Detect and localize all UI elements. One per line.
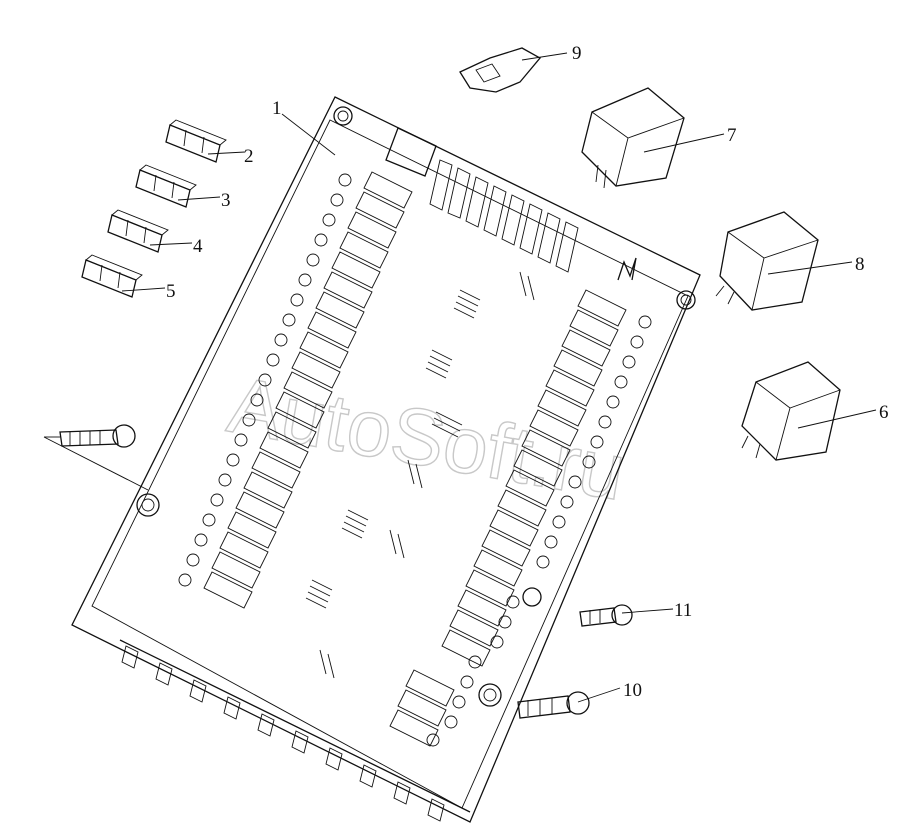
callout-10: 10 xyxy=(623,680,642,701)
screw-part-11 xyxy=(579,604,633,627)
test-points-left xyxy=(178,173,352,587)
callout-labels: 1 2 3 4 5 6 7 8 9 10 11 xyxy=(166,43,889,701)
fuse-part-2 xyxy=(165,119,227,163)
callout-8: 8 xyxy=(855,254,865,275)
center-pads xyxy=(305,271,535,679)
callout-4: 4 xyxy=(193,236,203,257)
fuse-part-5 xyxy=(81,254,143,298)
relay-part-8 xyxy=(715,211,819,311)
fuse-column-left xyxy=(203,171,413,609)
callout-11: 11 xyxy=(674,600,692,621)
bottom-connector xyxy=(119,639,471,822)
watermark-text: AutoSoft.ru xyxy=(222,360,632,517)
fuse-part-4 xyxy=(107,209,169,253)
fuse-part-3 xyxy=(135,164,197,208)
screw-part-10 xyxy=(517,691,590,719)
callout-3: 3 xyxy=(221,190,231,211)
leader-lines xyxy=(43,52,877,703)
callout-1: 1 xyxy=(272,98,282,119)
callout-2: 2 xyxy=(244,146,254,167)
relay-socket-strip xyxy=(429,159,579,273)
clip-part-9 xyxy=(459,47,542,93)
relay-part-7 xyxy=(581,87,685,189)
callout-6: 6 xyxy=(879,402,889,423)
screw-left xyxy=(59,424,136,448)
callout-9: 9 xyxy=(572,43,582,64)
fuse-column-right xyxy=(389,289,627,747)
test-points-right xyxy=(426,315,652,747)
brand-logo-icon xyxy=(617,257,637,281)
relay-part-6 xyxy=(741,361,841,461)
callout-5: 5 xyxy=(166,281,176,302)
callout-7: 7 xyxy=(727,125,737,146)
fuse-board xyxy=(71,96,701,823)
